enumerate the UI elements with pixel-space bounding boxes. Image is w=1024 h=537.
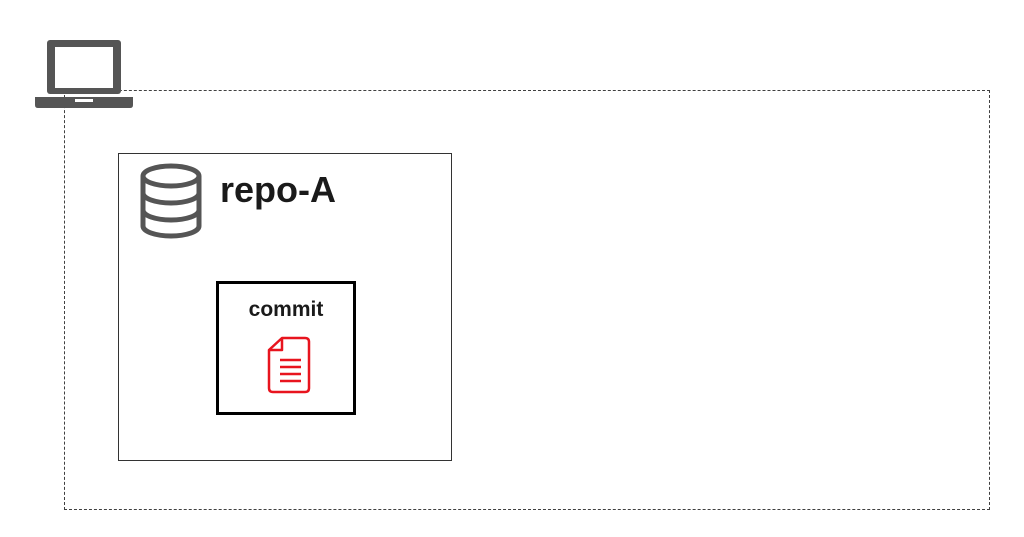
commit-label: commit — [248, 298, 324, 321]
commit-box: commit — [216, 281, 356, 415]
document-icon — [267, 336, 311, 394]
database-icon — [140, 163, 202, 239]
local-machine-boundary — [64, 90, 990, 510]
laptop-icon — [35, 40, 133, 108]
repo-title: repo-A — [220, 169, 336, 210]
